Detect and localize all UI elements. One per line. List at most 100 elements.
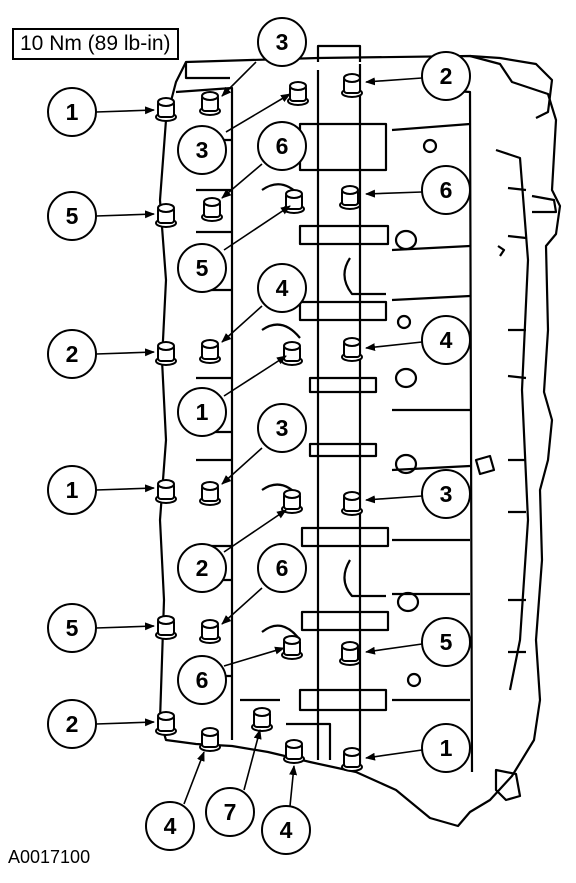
- callout-number: 6: [276, 555, 289, 581]
- callout-number: 3: [440, 481, 453, 507]
- leader-line: [221, 447, 263, 485]
- leader-lines: [95, 61, 423, 807]
- leader-line: [183, 751, 205, 805]
- bolt-head: [155, 97, 177, 122]
- callout-number: 5: [66, 615, 79, 641]
- bolt-head: [251, 707, 273, 732]
- callout-bubble: 5: [421, 617, 471, 667]
- callout-bubble: 3: [177, 125, 227, 175]
- leader-line: [95, 210, 155, 219]
- callout-number: 5: [440, 629, 453, 655]
- callout-bubble: 2: [47, 699, 97, 749]
- callout-bubble: 6: [177, 655, 227, 705]
- bolt-head: [339, 185, 361, 210]
- callout-number: 4: [280, 817, 293, 843]
- callout-number: 6: [440, 177, 453, 203]
- callout-bubble: 3: [257, 403, 307, 453]
- leader-line: [223, 205, 291, 251]
- figure-id: A0017100: [8, 847, 91, 867]
- callout-bubble: 4: [261, 805, 311, 855]
- callout-bubble: 6: [421, 165, 471, 215]
- callout-number: 3: [276, 415, 289, 441]
- leader-line: [221, 163, 263, 199]
- leader-line: [95, 718, 155, 727]
- callout-bubble: 1: [47, 87, 97, 137]
- callout-number: 6: [196, 667, 209, 693]
- cylinder-head-illustration: [158, 44, 562, 828]
- callout-number: 4: [164, 813, 177, 839]
- leader-line: [221, 61, 257, 97]
- bolt-head: [281, 489, 303, 514]
- leader-line: [95, 348, 155, 357]
- leader-line: [223, 646, 285, 667]
- callout-bubble: 4: [421, 315, 471, 365]
- callout-bubble: 2: [47, 329, 97, 379]
- callout-bubble: 1: [47, 465, 97, 515]
- callout-bubble: 7: [205, 787, 255, 837]
- leader-line: [223, 355, 287, 397]
- callout-bubble: 2: [421, 51, 471, 101]
- leader-line: [225, 93, 291, 133]
- bolt-head: [341, 337, 363, 362]
- bolt-head: [281, 341, 303, 366]
- callout-bubble: 6: [257, 121, 307, 171]
- callout-number: 2: [440, 63, 453, 89]
- leader-line: [365, 189, 423, 198]
- callout-number: 7: [224, 799, 237, 825]
- callout-number: 5: [66, 203, 79, 229]
- leader-line: [365, 495, 423, 504]
- callout-number: 3: [196, 137, 209, 163]
- callout-number: 2: [66, 711, 79, 737]
- callout-number: 6: [276, 133, 289, 159]
- bolt-heads: [155, 73, 363, 772]
- leader-line: [221, 305, 263, 343]
- callout-number: 1: [440, 735, 453, 761]
- bolt-head: [199, 91, 221, 116]
- callout-bubble: 3: [421, 469, 471, 519]
- bolt-head: [155, 479, 177, 504]
- bolt-head: [281, 635, 303, 660]
- bolt-head: [341, 73, 363, 98]
- callouts: 3 2 1 3 6 6 5 5 4 2 4 1 3 1 3 2 6 5 5 6 2 1 4 7 4: [47, 17, 471, 855]
- bolt-head: [339, 641, 361, 666]
- bolt-head: [199, 619, 221, 644]
- callout-number: 2: [196, 555, 209, 581]
- callout-number: 3: [276, 29, 289, 55]
- callout-number: 1: [66, 477, 79, 503]
- leader-line: [365, 749, 423, 761]
- callout-bubble: 1: [177, 387, 227, 437]
- callout-bubble: 5: [47, 603, 97, 653]
- leader-line: [223, 509, 287, 553]
- callout-number: 5: [196, 255, 209, 281]
- bolt-head: [283, 739, 305, 764]
- callout-bubble: 5: [47, 191, 97, 241]
- leader-line: [243, 729, 262, 791]
- bolt-head: [341, 747, 363, 772]
- bolt-head: [199, 339, 221, 364]
- leader-line: [365, 77, 423, 86]
- callout-bubble: 2: [177, 543, 227, 593]
- callout-number: 1: [66, 99, 79, 125]
- callout-bubble: 6: [257, 543, 307, 593]
- callout-number: 4: [440, 327, 453, 353]
- callout-number: 4: [276, 275, 289, 301]
- callout-number: 2: [66, 341, 79, 367]
- bolt-head: [283, 189, 305, 214]
- bolt-head: [155, 341, 177, 366]
- leader-line: [95, 484, 155, 493]
- callout-bubble: 3: [257, 17, 307, 67]
- leader-line: [95, 622, 155, 631]
- bolt-head: [287, 81, 309, 106]
- bolt-head: [155, 203, 177, 228]
- callout-number: 1: [196, 399, 209, 425]
- callout-bubble: 5: [177, 243, 227, 293]
- bolt-head: [199, 481, 221, 506]
- leader-line: [365, 341, 423, 352]
- leader-line: [221, 587, 263, 625]
- callout-bubble: 4: [145, 801, 195, 851]
- leader-line: [289, 765, 298, 807]
- callout-bubble: 1: [421, 723, 471, 773]
- torque-spec-label: 10 Nm (89 lb-in): [12, 28, 179, 60]
